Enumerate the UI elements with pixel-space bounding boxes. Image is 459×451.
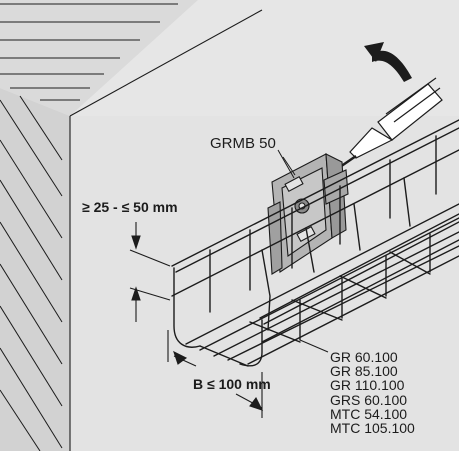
compatible-tray-list: GR 60.100 GR 85.100 GR 110.100 GRS 60.10… [330,350,415,435]
wall-hatching [0,3,178,451]
spacing-dimension-label: ≥ 25 - ≤ 50 mm [82,199,178,215]
rotation-arrow-icon [364,42,412,82]
dimension-arrow-icon [129,222,264,418]
mounting-bracket [267,153,349,275]
width-dimension-label: B ≤ 100 mm [193,376,271,392]
tray-model-item: GR 110.100 [330,377,405,394]
tray-model-item: MTC 54.100 [330,405,408,422]
tray-model-item: GRS 60.100 [330,391,408,408]
wire-mesh-cable-tray [171,119,459,367]
tray-model-item: GR 60.100 [330,349,398,365]
tray-model-item: MTC 105.100 [330,420,415,437]
tray-model-item: GR 85.100 [330,363,398,380]
leader-lines [277,149,329,353]
model-label: GRMB 50 [210,135,276,152]
screwdriver-icon [323,77,443,180]
